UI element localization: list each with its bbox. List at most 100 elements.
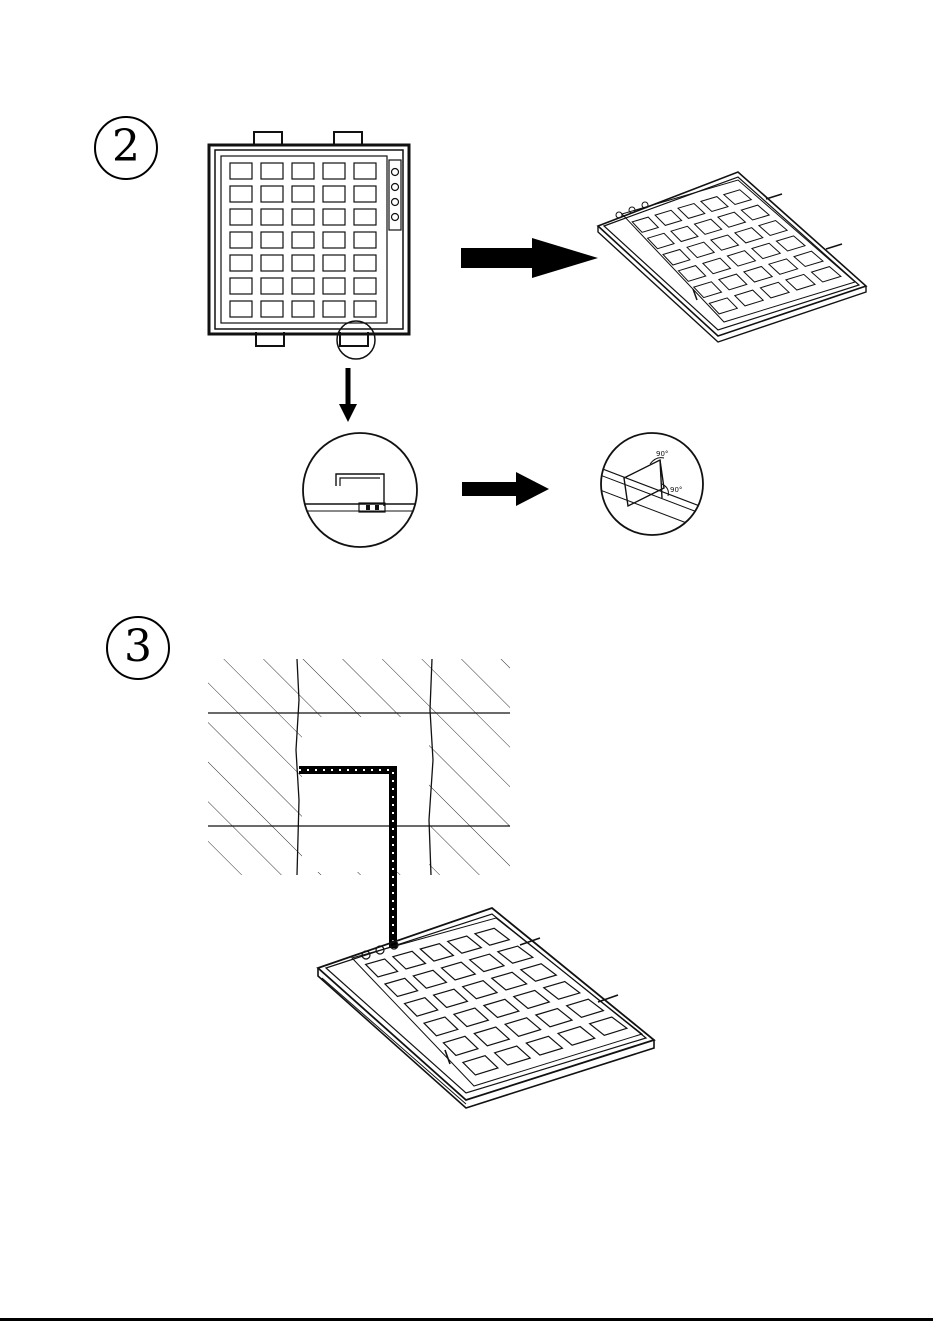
led-cell [434,989,468,1007]
led-cell [230,301,252,317]
led-cell [420,944,453,961]
led-cell [354,232,376,248]
led-cell [703,258,731,274]
led-cell [230,232,252,248]
led-cell [323,186,345,202]
led-cell [413,970,446,988]
led-cell [454,1008,488,1027]
arrow-right-icon [461,238,598,278]
led-cell [292,163,314,179]
led-cell [678,266,705,282]
led-cell [292,232,314,248]
led-cell [484,999,519,1017]
led-cell [759,221,787,236]
led-cell [354,163,376,179]
led-cell [498,946,533,963]
led-cell [794,251,823,266]
led-cell [261,163,283,179]
led-cell [769,259,798,274]
led-cell [718,212,746,227]
led-cell [463,981,497,999]
led-cell [786,274,815,290]
led-cell [678,204,705,219]
led-cell [230,255,252,271]
led-cell [230,209,252,225]
led-cell [354,278,376,294]
led-cell [261,255,283,271]
led-cell [752,243,780,258]
led-cell [405,998,438,1017]
led-cell [323,255,345,271]
led-cell [558,1027,595,1046]
led-cell [695,219,722,234]
led-cell [648,233,675,248]
led-cell [261,209,283,225]
led-cell [671,226,698,241]
arrow-down-icon [339,368,357,422]
led-cell [354,255,376,271]
led-cell [544,982,580,1000]
led-cell [475,928,509,945]
led-cell [292,209,314,225]
led-cell [442,962,476,980]
led-cell [261,301,283,317]
led-cell [261,278,283,294]
led-cell [443,1036,478,1055]
led-cell [230,278,252,294]
led-cell [393,951,426,969]
led-cell [760,282,789,298]
led-cell [812,267,841,282]
led-cell [701,197,728,212]
led-cell [292,278,314,294]
led-cell [424,1017,458,1036]
led-cell [590,1017,627,1035]
angle-label-top: 90° [656,450,668,458]
led-cell [741,205,769,220]
led-cell [323,278,345,294]
led-cell [323,209,345,225]
led-cell [292,186,314,202]
led-cell [735,228,763,243]
led-cell [505,1018,540,1037]
led-panel-icon [318,908,654,1108]
led-cell [354,301,376,317]
led-cell [521,964,556,981]
led-cell [474,1027,509,1046]
led-cell [470,954,504,972]
arrow-right-icon [462,472,549,506]
led-cell [261,232,283,248]
top-view-panel [209,132,409,346]
led-cell [687,242,714,257]
led-cell [711,235,739,250]
led-cell [727,251,755,266]
led-cell [632,217,658,232]
led-cell [366,959,398,977]
led-cell [354,209,376,225]
led-cell [655,210,682,225]
led-cell [323,232,345,248]
led-cell [663,250,690,266]
led-cell [230,163,252,179]
led-cell [724,190,752,205]
led-cell [492,972,527,990]
detail-circle-clip-open: 90° 90° [600,433,705,535]
led-cell [514,990,550,1008]
led-cell [694,282,722,298]
angle-label-bottom: 90° [670,486,682,494]
led-cell [230,186,252,202]
led-cell [744,267,772,283]
led-cell [526,1036,562,1055]
detail-magnifier-circle-icon [337,321,375,359]
led-cell [261,186,283,202]
led-cell [292,255,314,271]
led-cell [567,999,604,1017]
led-cell [735,290,763,306]
led-cell-grid [230,163,376,317]
led-cell [354,186,376,202]
page-bottom-rule [0,1318,933,1321]
led-cell [448,936,482,953]
led-cell [536,1009,572,1027]
detail-circle-clip-closed [300,433,420,547]
